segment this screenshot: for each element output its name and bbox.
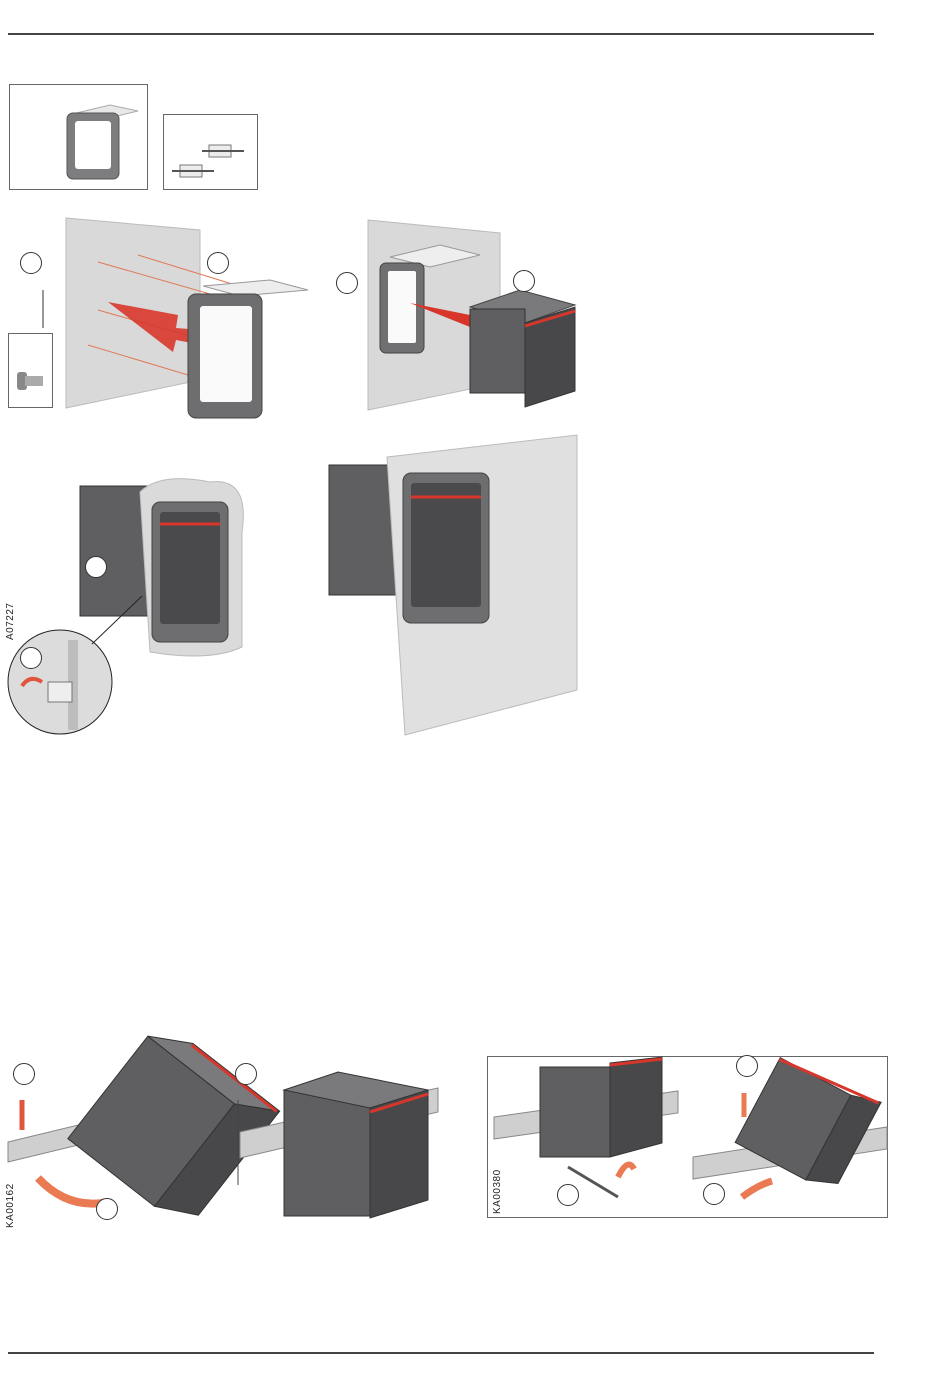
step-marker-din-c xyxy=(235,1063,257,1085)
step-marker-rm-b xyxy=(557,1184,579,1206)
figure-code-din-mount: KA00162 xyxy=(5,1183,16,1228)
step-marker-2a xyxy=(336,272,358,294)
din-mount-illustration xyxy=(8,1020,448,1225)
step-marker-3b xyxy=(20,647,42,669)
step-marker-rm-c xyxy=(703,1183,725,1205)
protective-frame-illustration xyxy=(10,85,147,189)
step1-panel-frame xyxy=(8,210,328,420)
screw-detail-box xyxy=(8,333,53,408)
step-marker-3a xyxy=(85,556,107,578)
step-marker-din-b xyxy=(96,1198,118,1220)
step-marker-2b xyxy=(513,270,535,292)
step-marker-1b xyxy=(207,252,229,274)
din-remove-box xyxy=(487,1056,888,1218)
clip-detail-magnifier xyxy=(8,620,118,740)
step4-mounted-device xyxy=(325,435,590,735)
step-marker-rm-a xyxy=(736,1055,758,1077)
footer-rule xyxy=(8,1352,874,1354)
accessory-clips-box xyxy=(163,114,258,190)
mounting-clips-illustration xyxy=(164,115,257,189)
screw-icon xyxy=(9,334,52,407)
accessory-frame-box xyxy=(9,84,148,190)
din-remove-illustration xyxy=(488,1057,887,1217)
header-rule xyxy=(8,33,874,35)
step2-insert-device xyxy=(330,215,590,415)
step-marker-din-a xyxy=(13,1063,35,1085)
step-marker-1a xyxy=(20,252,42,274)
figure-code-din-remove: KA00380 xyxy=(492,1169,503,1214)
